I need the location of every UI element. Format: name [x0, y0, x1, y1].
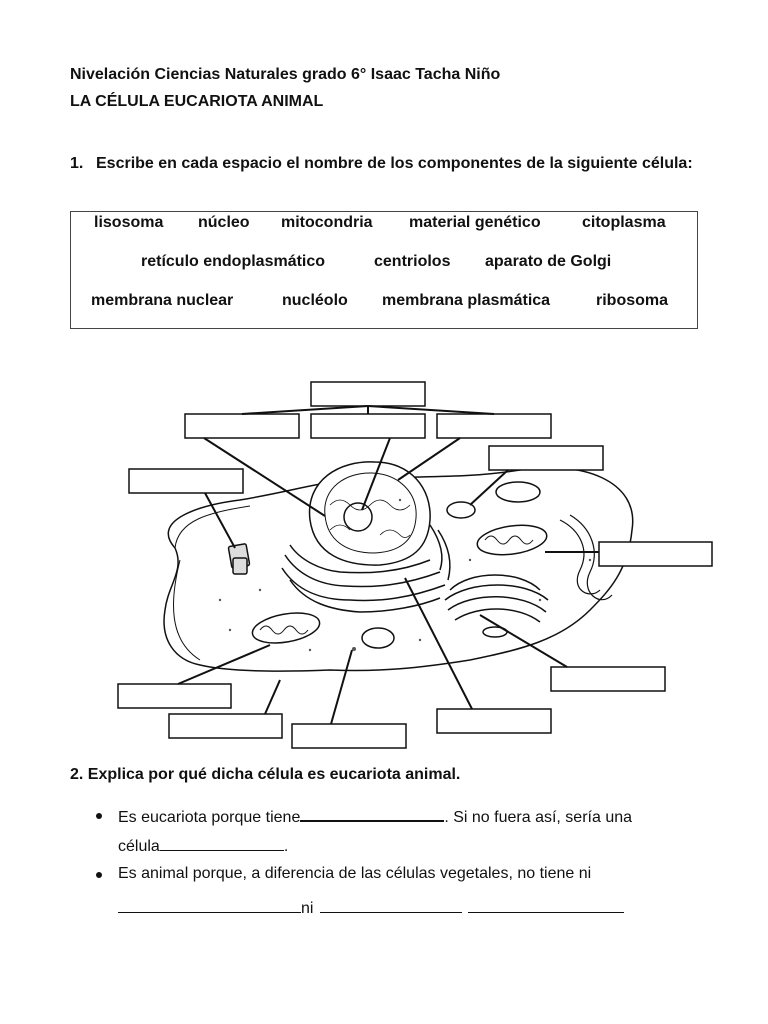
bullet1-text-c: célula [118, 838, 160, 855]
label-box-left-upper [128, 468, 244, 494]
bullet-dot [96, 813, 102, 819]
golgi-apparatus [444, 574, 549, 638]
answer-blank-2[interactable] [159, 836, 284, 851]
answer-blank-4[interactable] [319, 898, 462, 913]
label-box-top-center [310, 381, 426, 407]
bullet-eucariota: Es eucariota porque tiene . Si no fuera a… [96, 806, 716, 828]
word-centriolos: centriolos [374, 253, 451, 270]
nucleolus [343, 502, 373, 532]
label-box-bottom-center [291, 723, 407, 749]
answer-blank-1[interactable] [300, 806, 445, 822]
lysosome [446, 501, 476, 519]
bullet1-text-b: . Si no fuera así, sería una [444, 809, 633, 826]
bullet2-text-b: ni [301, 900, 314, 917]
label-box-top-left [184, 413, 300, 439]
bullet-dot [96, 872, 102, 878]
question-1-number: 1. [70, 155, 84, 172]
question-2-title: 2. Explica por qué dicha célula es eucar… [70, 766, 461, 783]
word-membrana-nuclear: membrana nuclear [91, 292, 234, 309]
centrioles [227, 543, 251, 575]
animal-cell-diagram [117, 381, 713, 749]
bullet-animal: Es animal porque, a diferencia de las cé… [96, 865, 716, 887]
label-box-top-middle [310, 413, 426, 439]
word-material-genetico: material genético [409, 214, 541, 231]
word-nucleo: núcleo [198, 214, 250, 231]
word-lisosoma: lisosoma [94, 214, 164, 231]
question-1-text: Escribe en cada espacio el nombre de los… [96, 155, 693, 172]
word-reticulo: retículo endoplasmático [141, 253, 326, 270]
bullet2-text-a: Es animal porque, a diferencia de las cé… [118, 865, 592, 882]
label-box-right-upper [488, 445, 604, 471]
worksheet-title: Nivelación Ciencias Naturales grado 6° I… [70, 66, 501, 83]
label-box-right-lower [550, 666, 666, 692]
worksheet-subtitle: LA CÉLULA EUCARIOTA ANIMAL [70, 93, 324, 110]
label-box-bottom-right [436, 708, 552, 734]
word-bank: lisosoma núcleo mitocondria material gen… [70, 211, 698, 329]
mitochondria [251, 481, 548, 644]
label-box-right-middle [598, 541, 713, 567]
label-box-top-right [436, 413, 552, 439]
bullet1-text-d: . [283, 838, 289, 855]
label-box-bottom-left [168, 713, 283, 739]
nucleus [308, 461, 431, 566]
label-box-left-lower [117, 683, 232, 709]
word-golgi: aparato de Golgi [485, 253, 612, 270]
word-ribosoma: ribosoma [596, 292, 669, 309]
word-membrana-plasmatica: membrana plasmática [382, 292, 551, 309]
bullet-eucariota-cont: célula. [118, 836, 288, 856]
bullet1-text-a: Es eucariota porque tiene [118, 809, 301, 826]
word-nucleolo: nucléolo [282, 292, 348, 309]
word-citoplasma: citoplasma [582, 214, 666, 231]
word-mitocondria: mitocondria [281, 214, 373, 231]
answer-blank-5[interactable] [468, 898, 625, 913]
bullet-animal-cont: ni [118, 898, 625, 918]
answer-blank-3[interactable] [118, 898, 301, 913]
